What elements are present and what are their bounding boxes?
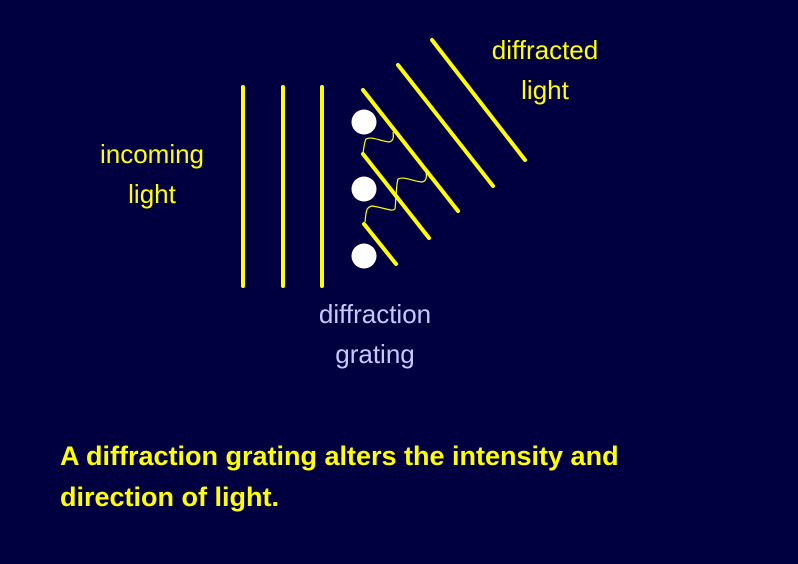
label-line: diffracted bbox=[491, 35, 599, 65]
diffracted-wavefront bbox=[430, 38, 527, 162]
path-difference-squiggle bbox=[364, 171, 427, 223]
incoming-light-label: incoming light bbox=[82, 134, 222, 214]
diffracted-light-label: diffracted light bbox=[470, 30, 620, 110]
diffraction-grating-label: diffraction grating bbox=[300, 294, 450, 374]
caption-line: direction of light. bbox=[60, 482, 279, 512]
label-line: diffraction bbox=[318, 299, 432, 329]
diffracted-wavefront bbox=[362, 222, 398, 266]
label-line: incoming bbox=[99, 139, 205, 169]
grating-slit bbox=[351, 243, 377, 269]
caption: A diffraction grating alters the intensi… bbox=[60, 436, 760, 518]
label-line: light bbox=[521, 75, 569, 105]
label-line: light bbox=[128, 179, 176, 209]
caption-line: A diffraction grating alters the intensi… bbox=[60, 441, 619, 471]
grating-slit bbox=[351, 109, 377, 135]
diffracted-wavefront bbox=[361, 88, 460, 213]
path-difference-squiggle bbox=[362, 131, 394, 154]
diffracted-wavefront bbox=[396, 63, 495, 188]
grating-slit bbox=[351, 176, 377, 202]
label-line: grating bbox=[335, 339, 415, 369]
